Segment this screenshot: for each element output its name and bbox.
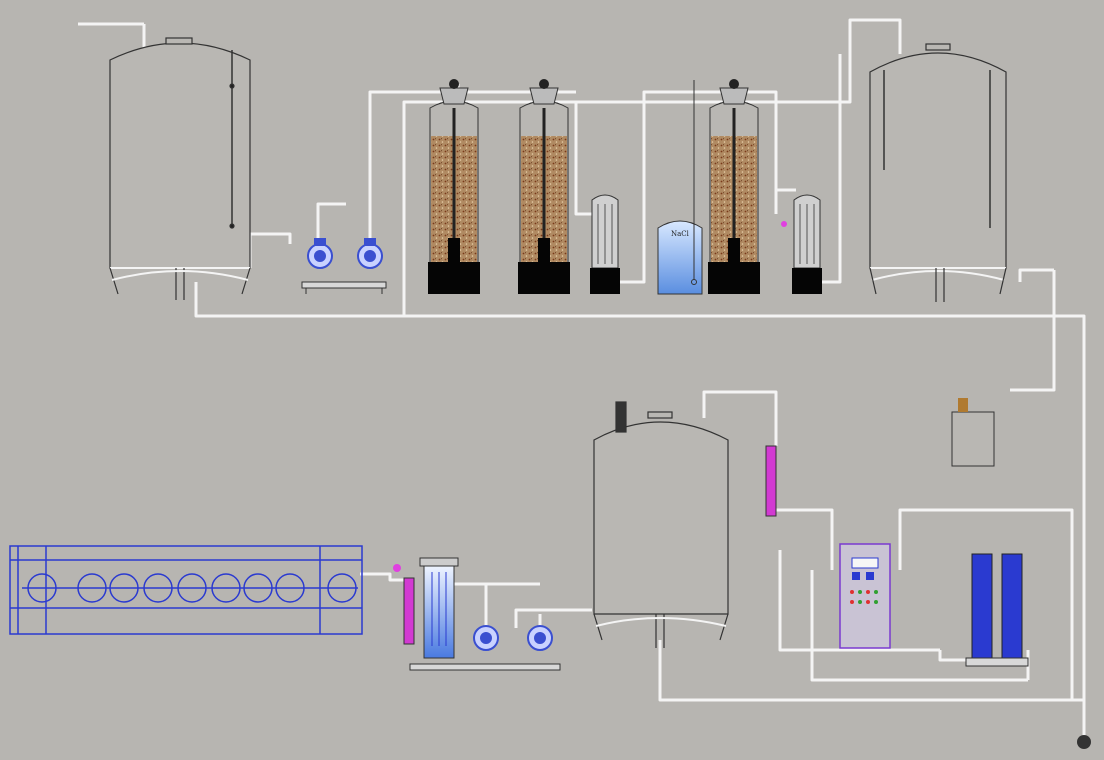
drain-outlet: [1077, 735, 1091, 749]
cartridge-filter-2: [781, 194, 822, 294]
ro-membrane-rack: [9, 545, 363, 635]
raw-water-pump-2: [357, 238, 383, 269]
uv-sterilizer-2: [765, 445, 777, 517]
pure-water-tank: [593, 401, 729, 648]
ultrafiltration-housing: [409, 557, 561, 671]
high-pressure-pumps: [965, 553, 1029, 667]
sand-filter: [428, 79, 480, 294]
ro-unit-control-panel: [839, 543, 891, 649]
intermediate-tank: [869, 43, 1007, 302]
dosing-tank: [951, 398, 995, 467]
uv-sterilizer-1: [393, 564, 415, 645]
cartridge-filter-1: [590, 194, 620, 294]
piping: [78, 18, 1086, 736]
raw-water-pump-1: [301, 238, 387, 294]
carbon-filter: [518, 79, 570, 294]
softener: [708, 79, 760, 294]
product-pump-1: [473, 625, 499, 651]
brine-tank: NaCl: [657, 80, 703, 295]
brine-tank-label: NaCl: [671, 230, 690, 238]
raw-water-tank: [109, 37, 251, 300]
product-pump-2: [527, 625, 553, 651]
